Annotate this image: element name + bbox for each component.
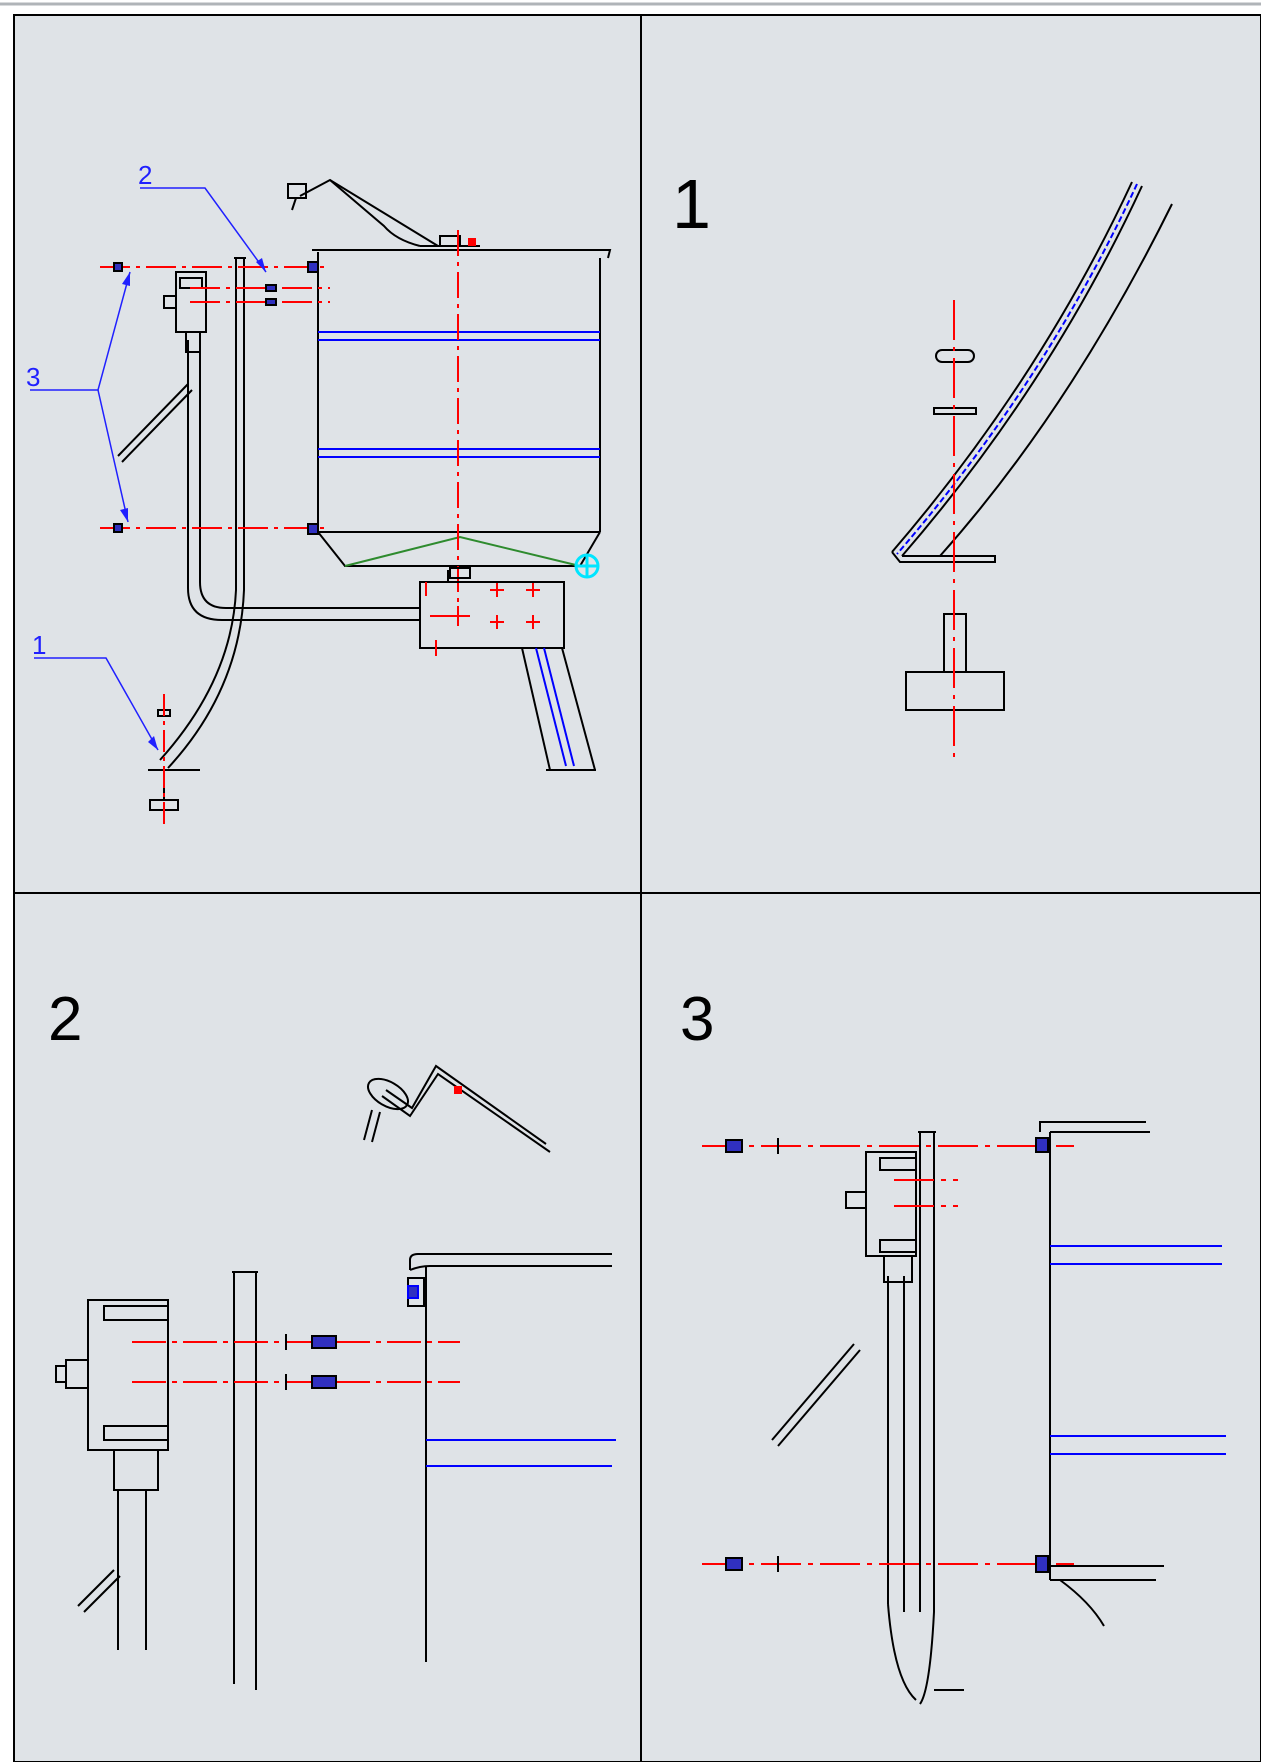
detail-1-leg-hidden bbox=[896, 183, 1138, 555]
detail-3-bolt-centerlines bbox=[702, 1145, 1074, 1565]
right-leg-hidden bbox=[535, 647, 575, 767]
lid-handle bbox=[287, 178, 480, 247]
callout-arrowheads bbox=[120, 258, 266, 750]
callout-label-2: 2 bbox=[138, 160, 152, 190]
detail-3-vessel bbox=[1039, 1121, 1164, 1627]
detail-2-handle-marker bbox=[454, 1086, 462, 1094]
right-leg bbox=[521, 647, 596, 771]
detail-3-bolts bbox=[725, 1137, 1049, 1573]
detail-2-panel: 2 bbox=[48, 985, 616, 1690]
supply-pipe bbox=[187, 340, 420, 621]
detail-1-panel: 1 bbox=[672, 165, 1173, 762]
callout-leaders bbox=[30, 187, 267, 751]
detail-3-motor bbox=[845, 1151, 917, 1283]
base-box-marks bbox=[425, 582, 540, 656]
detail-2-bolt-centerlines bbox=[132, 1341, 460, 1383]
detail-2-handle bbox=[363, 1064, 551, 1153]
callout-label-3: 3 bbox=[26, 362, 40, 392]
detail-3-vessel-bands bbox=[1050, 1245, 1226, 1455]
detail-3-label: 3 bbox=[680, 985, 714, 1054]
lid-marker bbox=[468, 238, 476, 246]
detail-2-motor bbox=[55, 1299, 169, 1650]
overview-panel: 2 3 1 bbox=[26, 160, 612, 824]
detail-2-vessel-bands bbox=[407, 1285, 616, 1467]
bottom-cone bbox=[344, 535, 581, 567]
left-leg bbox=[117, 257, 246, 771]
detail-1-label: 1 bbox=[672, 165, 711, 243]
detail-3-column bbox=[771, 1131, 964, 1705]
drawing-area bbox=[13, 14, 1261, 1762]
bolt-heads bbox=[113, 261, 319, 535]
callout-label-1: 1 bbox=[32, 630, 46, 660]
detail-2-bolts bbox=[285, 1334, 337, 1390]
detail-2-label: 2 bbox=[48, 985, 82, 1054]
bolt-centerlines bbox=[100, 266, 330, 529]
detail-1-leg bbox=[891, 181, 1173, 563]
outlet-valve-accent bbox=[574, 553, 600, 579]
detail-3-panel: 3 bbox=[680, 985, 1226, 1705]
base-box bbox=[419, 567, 565, 649]
